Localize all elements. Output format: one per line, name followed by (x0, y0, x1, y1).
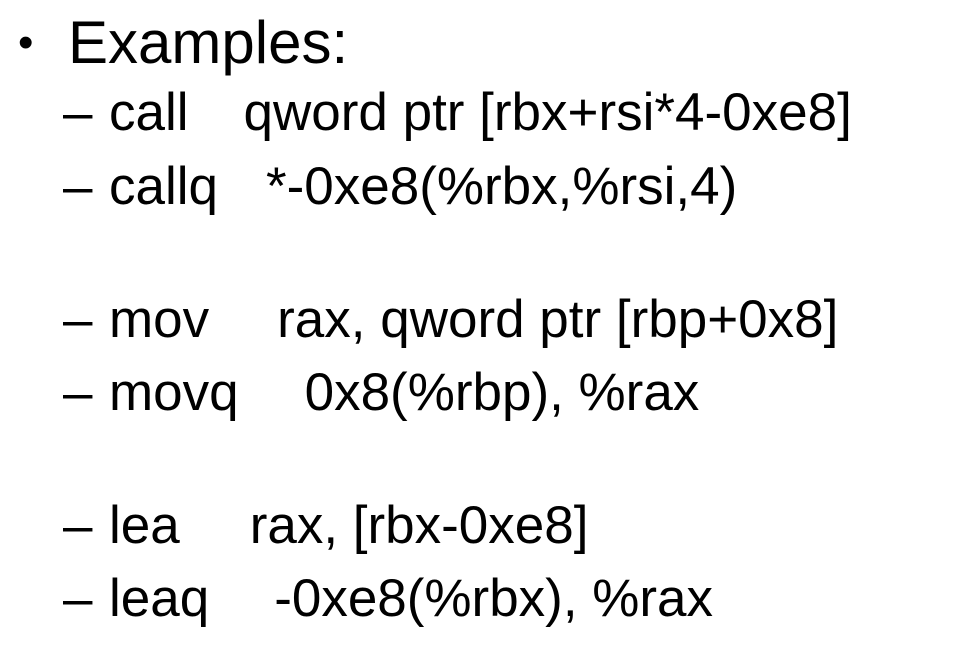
instruction-mnemonic: leaq (109, 568, 210, 628)
instruction-mnemonic: movq (109, 362, 239, 422)
dash-icon: – (63, 289, 93, 349)
instruction-operands: -0xe8(%rbx), %rax (274, 568, 714, 628)
instruction-mnemonic: mov (109, 289, 210, 349)
instruction-operands: rax, qword ptr [rbp+0x8] (277, 289, 839, 349)
instruction-operands: rax, [rbx-0xe8] (249, 495, 589, 555)
example-mov-intel: – mov rax, qword ptr [rbp+0x8] (63, 287, 838, 351)
example-mov-att: – movq 0x8(%rbp), %rax (63, 360, 699, 424)
example-call-intel: – call qword ptr [rbx+rsi*4-0xe8] (63, 80, 852, 144)
dash-icon: – (63, 156, 93, 216)
dash-icon: – (63, 495, 93, 555)
examples-title: Examples: (68, 9, 349, 76)
instruction-mnemonic: lea (109, 495, 180, 555)
dash-icon: – (63, 568, 93, 628)
instruction-mnemonic: callq (109, 156, 219, 216)
example-call-att: – callq *-0xe8(%rbx,%rsi,4) (63, 154, 737, 218)
dash-icon: – (63, 82, 93, 142)
instruction-operands: 0x8(%rbp), %rax (304, 362, 700, 422)
instruction-mnemonic: call (109, 82, 189, 142)
example-lea-intel: – lea rax, [rbx-0xe8] (63, 493, 588, 557)
instruction-operands: *-0xe8(%rbx,%rsi,4) (266, 156, 738, 216)
bullet-icon: • (18, 18, 34, 67)
example-lea-att: – leaq -0xe8(%rbx), %rax (63, 566, 713, 630)
examples-heading: • Examples: (18, 8, 348, 78)
instruction-operands: qword ptr [rbx+rsi*4-0xe8] (243, 82, 852, 142)
dash-icon: – (63, 362, 93, 422)
